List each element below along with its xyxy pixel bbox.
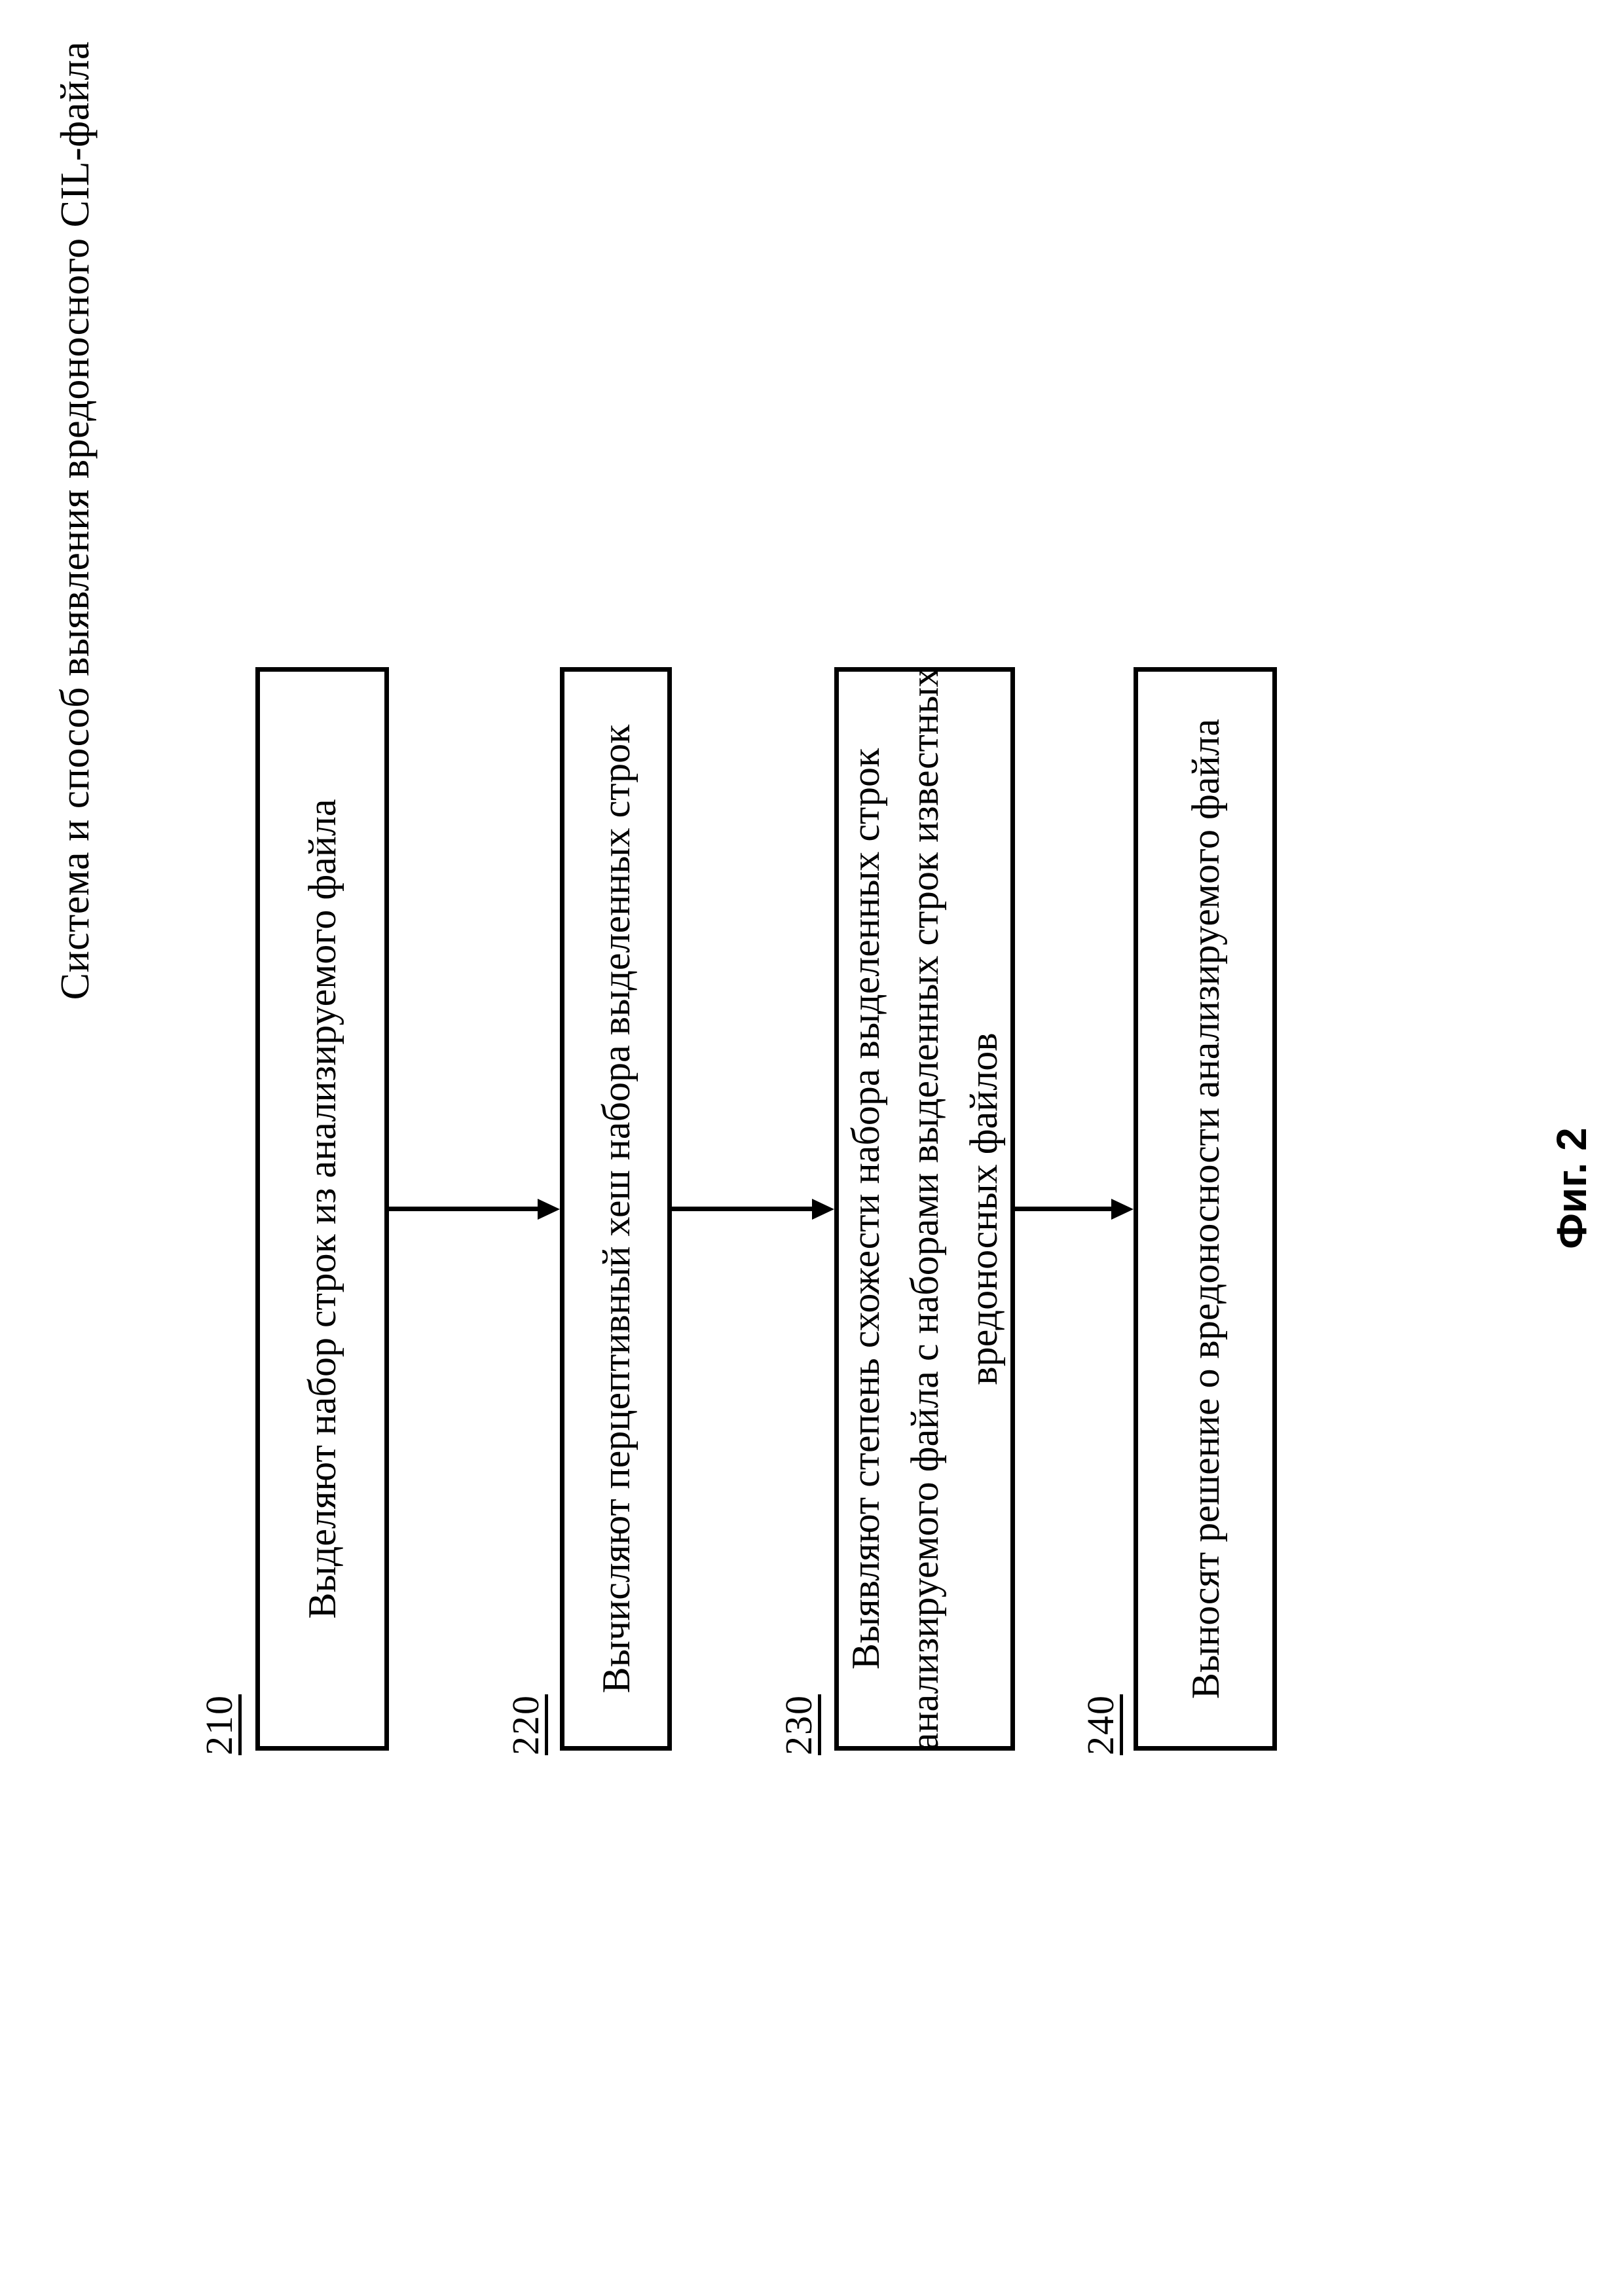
step-label-230: 230 — [777, 1694, 820, 1755]
figure-caption: Фиг. 2 — [1548, 1127, 1595, 1249]
flow-arrow-down-icon — [389, 1199, 560, 1220]
step-label-240: 240 — [1079, 1694, 1122, 1755]
step-text: Выявляют степень схожести набора выделен… — [844, 748, 887, 1670]
flow-step-box-230: Выявляют степень схожести набора выделен… — [834, 667, 1015, 1751]
arrow-head — [1111, 1199, 1134, 1220]
arrow-shaft — [672, 1207, 812, 1212]
step-label-220: 220 — [504, 1694, 547, 1755]
flow-step-box-220: Вычисляют перцептивный хеш набора выделе… — [560, 667, 672, 1751]
step-text: Вычисляют перцептивный хеш набора выделе… — [594, 724, 638, 1694]
step-text: анализируемого файла с наборами выделенн… — [903, 667, 946, 1751]
arrow-shaft — [1015, 1207, 1111, 1212]
flow-arrow-down-icon — [672, 1199, 834, 1220]
flow-step-box-240: Выносят решение о вредоносности анализир… — [1134, 667, 1277, 1751]
figure-title: Система и способ выявления вредоносного … — [53, 41, 98, 1000]
arrow-head — [812, 1199, 834, 1220]
flow-arrow-down-icon — [1015, 1199, 1134, 1220]
step-text: вредоносных файлов — [962, 1032, 1005, 1385]
step-text: Выносят решение о вредоносности анализир… — [1183, 718, 1227, 1700]
flow-step-box-210: Выделяют набор строк из анализируемого ф… — [255, 667, 389, 1751]
arrow-shaft — [389, 1207, 538, 1212]
step-label-210: 210 — [198, 1694, 240, 1755]
step-text: Выделяют набор строк из анализируемого ф… — [301, 799, 344, 1619]
arrow-head — [538, 1199, 560, 1220]
